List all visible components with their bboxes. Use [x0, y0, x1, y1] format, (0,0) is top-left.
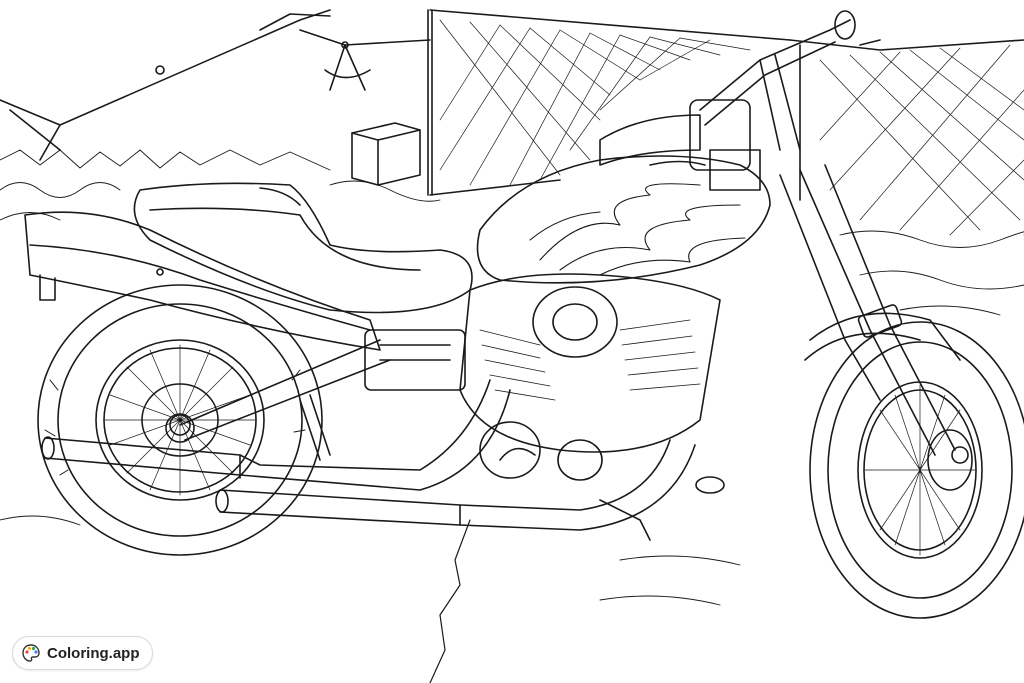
- grass-field: [0, 149, 1024, 606]
- palette-icon: [22, 644, 40, 662]
- v-twin-engine: [364, 273, 721, 481]
- exhaust-pipes: [41, 379, 696, 531]
- chain-link-fence: [427, 9, 1024, 236]
- front-wheel: [809, 321, 1024, 619]
- foot-peg: [599, 476, 725, 541]
- swing-set: [0, 9, 431, 161]
- swingarm: [165, 339, 391, 461]
- flame-decal: [529, 183, 746, 276]
- brand-badge[interactable]: Coloring.app: [12, 636, 153, 670]
- seat: [133, 182, 473, 314]
- fuel-tank: [476, 155, 771, 284]
- handlebars: [599, 10, 881, 191]
- rear-wheel: [37, 284, 323, 556]
- utility-box: [351, 122, 421, 186]
- brand-label: Coloring.app: [47, 644, 140, 662]
- pavement-crack: [429, 519, 471, 683]
- rear-fender: [24, 211, 381, 351]
- front-fork: [779, 164, 961, 456]
